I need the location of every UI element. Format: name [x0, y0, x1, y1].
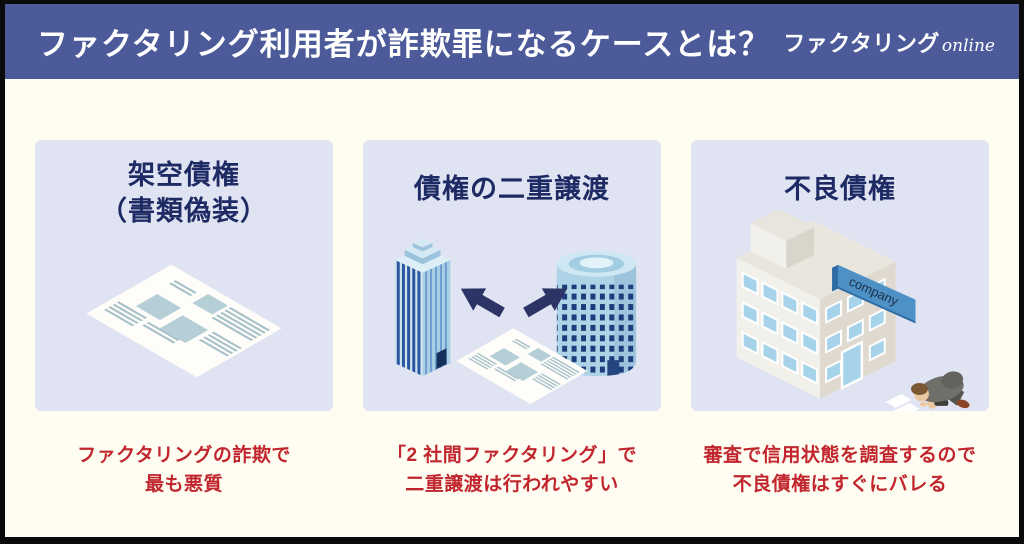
caption-line: 最も悪質: [144, 474, 223, 495]
double-assignment-illustration: [394, 238, 637, 404]
papers-icon: [885, 393, 920, 411]
caption-line: ファクタリングの詐欺で: [77, 445, 291, 466]
page-title: ファクタリング利用者が詐欺罪になるケースとは？: [37, 27, 771, 62]
card-double-assignment: 債権の二重譲渡: [363, 140, 661, 411]
brand-logo-text: ファクタリング: [783, 30, 940, 56]
cards-row: 架空債権 （書類偽装） ファクタリングの詐欺で 最も悪質 債権の二重譲渡: [5, 140, 1019, 499]
card-title: 架空債権 （書類偽装）: [35, 140, 333, 229]
brand-logo: ファクタリング online: [783, 26, 995, 58]
card-title-line: 債権の二重譲渡: [414, 174, 610, 204]
card-fictitious-receivable: 架空債権 （書類偽装）: [35, 140, 333, 411]
card-title: 不良債権: [691, 140, 989, 207]
forged-document-illustration: [86, 264, 282, 378]
caption-line: 審査で信用状態を調査するので: [703, 445, 977, 466]
column-bad-debt: 不良債権: [691, 140, 989, 499]
card-title-line: 架空債権: [128, 160, 240, 190]
brand-logo-suffix: online: [941, 35, 995, 56]
column-double-assignment: 債権の二重譲渡: [363, 140, 661, 499]
card-title-line: （書類偽装）: [100, 196, 268, 226]
arrow-left-icon: [460, 288, 505, 318]
card-caption: 「2 社間ファクタリング」で 二重譲渡は行われやすい: [363, 441, 661, 499]
arrow-right-icon: [523, 288, 568, 318]
caption-line: 二重譲渡は行われやすい: [405, 474, 619, 495]
card-title: 債権の二重譲渡: [363, 140, 661, 207]
header-bar: ファクタリング利用者が詐欺罪になるケースとは？ ファクタリング online: [5, 4, 1019, 79]
bad-debt-illustration: company: [736, 209, 970, 411]
caption-line: 「2 社間ファクタリング」で: [386, 445, 638, 466]
card-caption: 審査で信用状態を調査するので 不良債権はすぐにバレる: [691, 441, 989, 499]
card-title-line: 不良債権: [784, 174, 896, 204]
card-bad-debt: 不良債権: [691, 140, 989, 411]
infographic-page: ファクタリング利用者が詐欺罪になるケースとは？ ファクタリング online 架…: [5, 4, 1019, 537]
card-caption: ファクタリングの詐欺で 最も悪質: [35, 441, 333, 499]
office-tower-icon: [394, 238, 451, 377]
bowing-person-icon: [911, 371, 970, 409]
cylinder-tower-icon: [556, 250, 637, 377]
column-fictitious-receivable: 架空債権 （書類偽装） ファクタリングの詐欺で 最も悪質: [35, 140, 333, 499]
caption-line: 不良債権はすぐにバレる: [732, 474, 948, 495]
company-building-icon: company: [736, 209, 916, 399]
